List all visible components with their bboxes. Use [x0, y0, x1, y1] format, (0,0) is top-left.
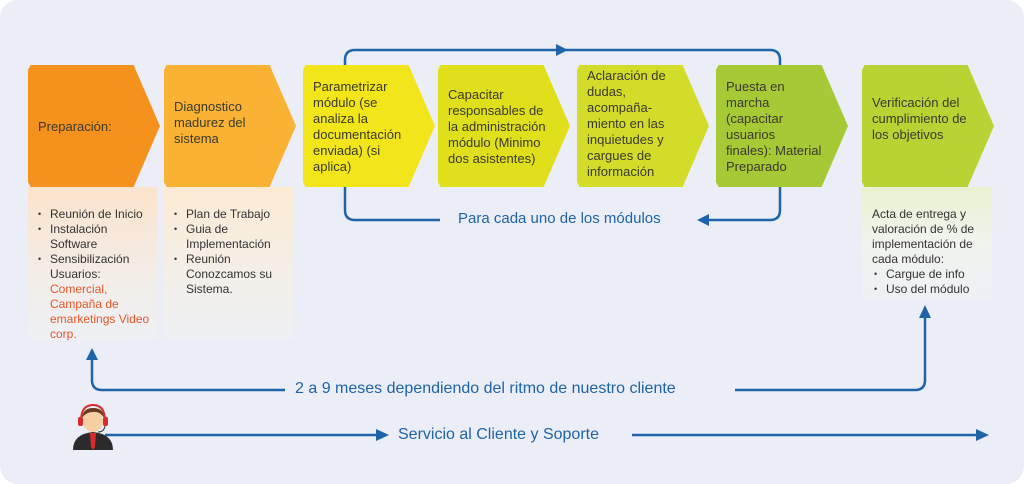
panel-intro: Acta de entrega y valoración de % de imp…: [872, 207, 975, 266]
step-parametrizar: Parametrizar módulo (se analiza la docum…: [303, 65, 435, 187]
duration-line-left: [90, 358, 285, 392]
step-label: Aclaración de dudas, acompaña-miento en …: [587, 68, 666, 179]
step-label: Verificación del cumplimiento de los obj…: [872, 95, 967, 142]
arrowhead-up-icon: [86, 348, 98, 360]
step-label: Puesta en marcha (capacitar usuarios fin…: [726, 79, 822, 174]
service-label: Servicio al Cliente y Soporte: [398, 426, 599, 443]
arrowhead-up-icon: [919, 305, 931, 318]
panel-preparacion: Reunión de Inicio Instalación Software S…: [28, 187, 157, 342]
step-label: Capacitar responsables de la administrac…: [448, 87, 546, 166]
support-agent-icon: [73, 403, 113, 450]
arrowhead-right-icon: [976, 429, 989, 441]
loop-bottom-line: [343, 187, 440, 222]
list-item-text: Sensibilización Usuarios:: [50, 252, 130, 281]
arrowhead-right-icon: [556, 44, 568, 56]
list-item: Cargue de info: [872, 267, 986, 282]
arrowhead-right-icon: [376, 429, 389, 441]
arrowhead-left-icon: [697, 214, 709, 226]
list-item: Guia de Implementación: [172, 222, 287, 252]
step-label: Preparación:: [38, 119, 112, 134]
highlight-text: Comercial, Campaña de emarketings Video …: [50, 282, 150, 341]
step-label: Diagnostico madurez del sistema: [174, 99, 246, 146]
list-item: Plan de Trabajo: [172, 207, 287, 222]
step-label: Parametrizar módulo (se analiza la docum…: [313, 79, 402, 174]
loop-label: Para cada uno de los módulos: [458, 210, 661, 227]
list-item: Reunión de Inicio: [36, 207, 151, 222]
step-verificacion: Verificación del cumplimiento de los obj…: [862, 65, 994, 187]
list-item: Sensibilización Usuarios:Comercial, Camp…: [36, 252, 151, 342]
loop-return-line: [700, 187, 782, 222]
step-capacitar: Capacitar responsables de la administrac…: [438, 65, 570, 187]
list-item: Instalación Software: [36, 222, 151, 252]
step-diagnostico: Diagnostico madurez del sistema: [164, 65, 296, 187]
step-preparacion: Preparación:: [28, 65, 160, 187]
duration-label: 2 a 9 meses dependiendo del ritmo de nue…: [295, 380, 676, 397]
panel-diagnostico: Plan de Trabajo Guia de Implementación R…: [164, 187, 293, 340]
step-aclaracion: Aclaración de dudas, acompaña-miento en …: [577, 65, 709, 187]
list-item: Uso del módulo: [872, 282, 986, 297]
panel-verificacion: Acta de entrega y valoración de % de imp…: [862, 187, 992, 300]
list-item: Reunión Conozcamos su Sistema.: [172, 252, 287, 297]
step-puesta-en-marcha: Puesta en marcha (capacitar usuarios fin…: [716, 65, 848, 187]
duration-line-right: [735, 318, 927, 392]
